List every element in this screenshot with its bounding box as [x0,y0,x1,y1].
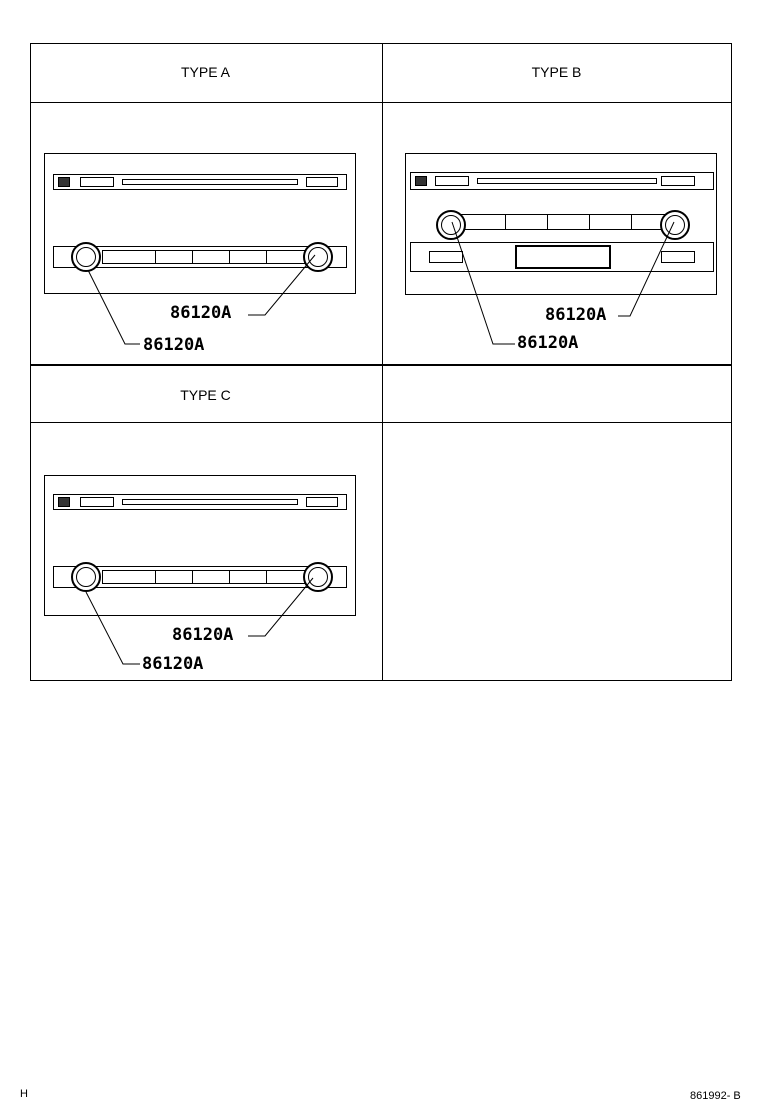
type-a-vol-knob [71,242,101,272]
type-c-preset-divider [192,571,193,583]
type-a-preset-divider [155,251,156,263]
type-b-tune-knob [660,210,690,240]
type-a-top-strip [53,174,347,190]
type-c-preset-bar [102,570,312,584]
type-b-title: TYPE B [531,64,582,80]
type-b-radio-unit [405,153,717,295]
type-a-eject-button [306,177,338,187]
type-b-eject-button [661,176,695,186]
type-c-vol-knob [71,562,101,592]
type-b-eject-button-lower [661,251,695,263]
type-c-callout-vol: 86120A [142,654,204,674]
type-b-callout-vol: 86120A [517,333,579,353]
type-b-display [515,245,611,269]
type-c-title: TYPE C [180,387,231,403]
type-a-title: TYPE A [180,64,231,80]
type-a-callout-vol: 86120A [143,335,205,355]
type-b-pwr-button [429,251,463,263]
type-c-preset-divider [266,571,267,583]
type-c-preset-divider [229,571,230,583]
type-a-preset-divider [192,251,193,263]
type-a-pwr-button [80,177,114,187]
type-c-preset-divider [155,571,156,583]
footer-left-code: H [20,1088,28,1100]
type-a-tune-knob [303,242,333,272]
grid-divider-middle [31,364,731,366]
type-c-eject-button [306,497,338,507]
diagram-grid [30,43,732,681]
type-b-callout-tune: 86120A [545,305,607,325]
type-b-preset-divider [505,215,506,229]
type-c-disc-icon [58,497,70,507]
type-a-preset-divider [266,251,267,263]
type-a-disc-icon [58,177,70,187]
type-b-disc-icon [415,176,427,186]
type-b-lower-panel [410,242,714,272]
type-b-preset-bar [446,214,676,230]
type-b-vol-knob [436,210,466,240]
type-a-radio-unit [44,153,356,294]
type-b-disc-slot [477,178,657,184]
type-b-preset-divider [631,215,632,229]
type-a-disc-slot [122,179,298,185]
type-b-preset-divider [547,215,548,229]
type-c-callout-tune: 86120A [172,625,234,645]
type-c-radio-unit [44,475,356,616]
type-a-preset-bar [102,250,312,264]
footer-figure-number: 861992- B [690,1090,741,1102]
type-c-disc-slot [122,499,298,505]
type-a-preset-divider [229,251,230,263]
type-a-callout-tune: 86120A [170,303,232,323]
type-b-preset-divider [589,215,590,229]
type-c-top-strip [53,494,347,510]
grid-divider-vertical [382,44,383,680]
type-c-tune-knob [303,562,333,592]
type-b-top-strip [410,172,714,190]
grid-divider-header-1 [31,102,731,103]
type-c-pwr-button [80,497,114,507]
grid-divider-header-2 [31,422,731,423]
type-b-load-button [435,176,469,186]
